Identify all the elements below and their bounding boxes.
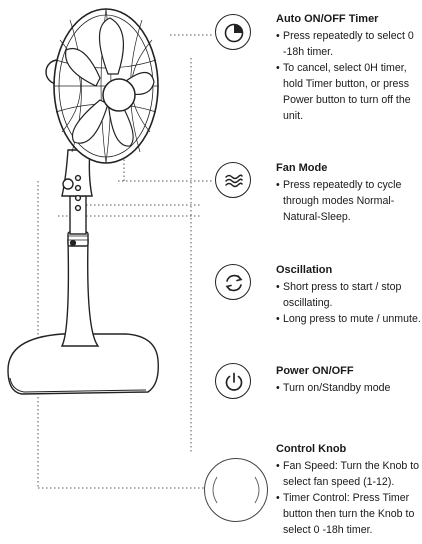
control-knob-icon <box>204 458 268 522</box>
section-title: Fan Mode <box>276 162 328 174</box>
bullet-item: Long press to mute / unmute. <box>276 311 422 327</box>
bullet-list: Turn on/Standby mode <box>276 380 422 396</box>
bullet-item: Timer Control: Press Timer button then t… <box>276 490 422 538</box>
fan-head <box>53 8 159 164</box>
oscillation-arrows-icon <box>215 264 251 300</box>
bullet-list: Press repeatedly to cycle through modes … <box>276 177 422 225</box>
bullet-item: Press repeatedly to select 0 -18h timer. <box>276 28 422 60</box>
bullet-list: Press repeatedly to select 0 -18h timer.… <box>276 28 422 124</box>
bullet-item: Turn on/Standby mode <box>276 380 422 396</box>
bullet-item: Fan Speed: Turn the Knob to select fan s… <box>276 458 422 490</box>
wind-waves-icon <box>215 162 251 198</box>
section-oscillation: Oscillation Short press to start / stop … <box>276 262 422 327</box>
section-power: Power ON/OFF Turn on/Standby mode <box>276 363 422 396</box>
section-title: Auto ON/OFF Timer <box>276 13 379 25</box>
connector-lines <box>37 34 212 489</box>
bullet-list: Fan Speed: Turn the Knob to select fan s… <box>276 458 422 538</box>
bullet-list: Short press to start / stop oscillating.… <box>276 279 422 327</box>
bullet-item: To cancel, select 0H timer, hold Timer b… <box>276 60 422 124</box>
section-title: Control Knob <box>276 443 347 455</box>
section-title: Power ON/OFF <box>276 365 354 377</box>
fan-base <box>7 333 159 395</box>
section-timer: Auto ON/OFF Timer Press repeatedly to se… <box>276 11 422 124</box>
power-icon <box>215 363 251 399</box>
section-knob: Control Knob Fan Speed: Turn the Knob to… <box>276 441 422 538</box>
section-fan-mode: Fan Mode Press repeatedly to cycle throu… <box>276 160 422 225</box>
fan-pole <box>60 195 100 347</box>
timer-icon <box>215 14 251 50</box>
section-title: Oscillation <box>276 264 333 276</box>
bullet-item: Press repeatedly to cycle through modes … <box>276 177 422 225</box>
bullet-item: Short press to start / stop oscillating. <box>276 279 422 311</box>
